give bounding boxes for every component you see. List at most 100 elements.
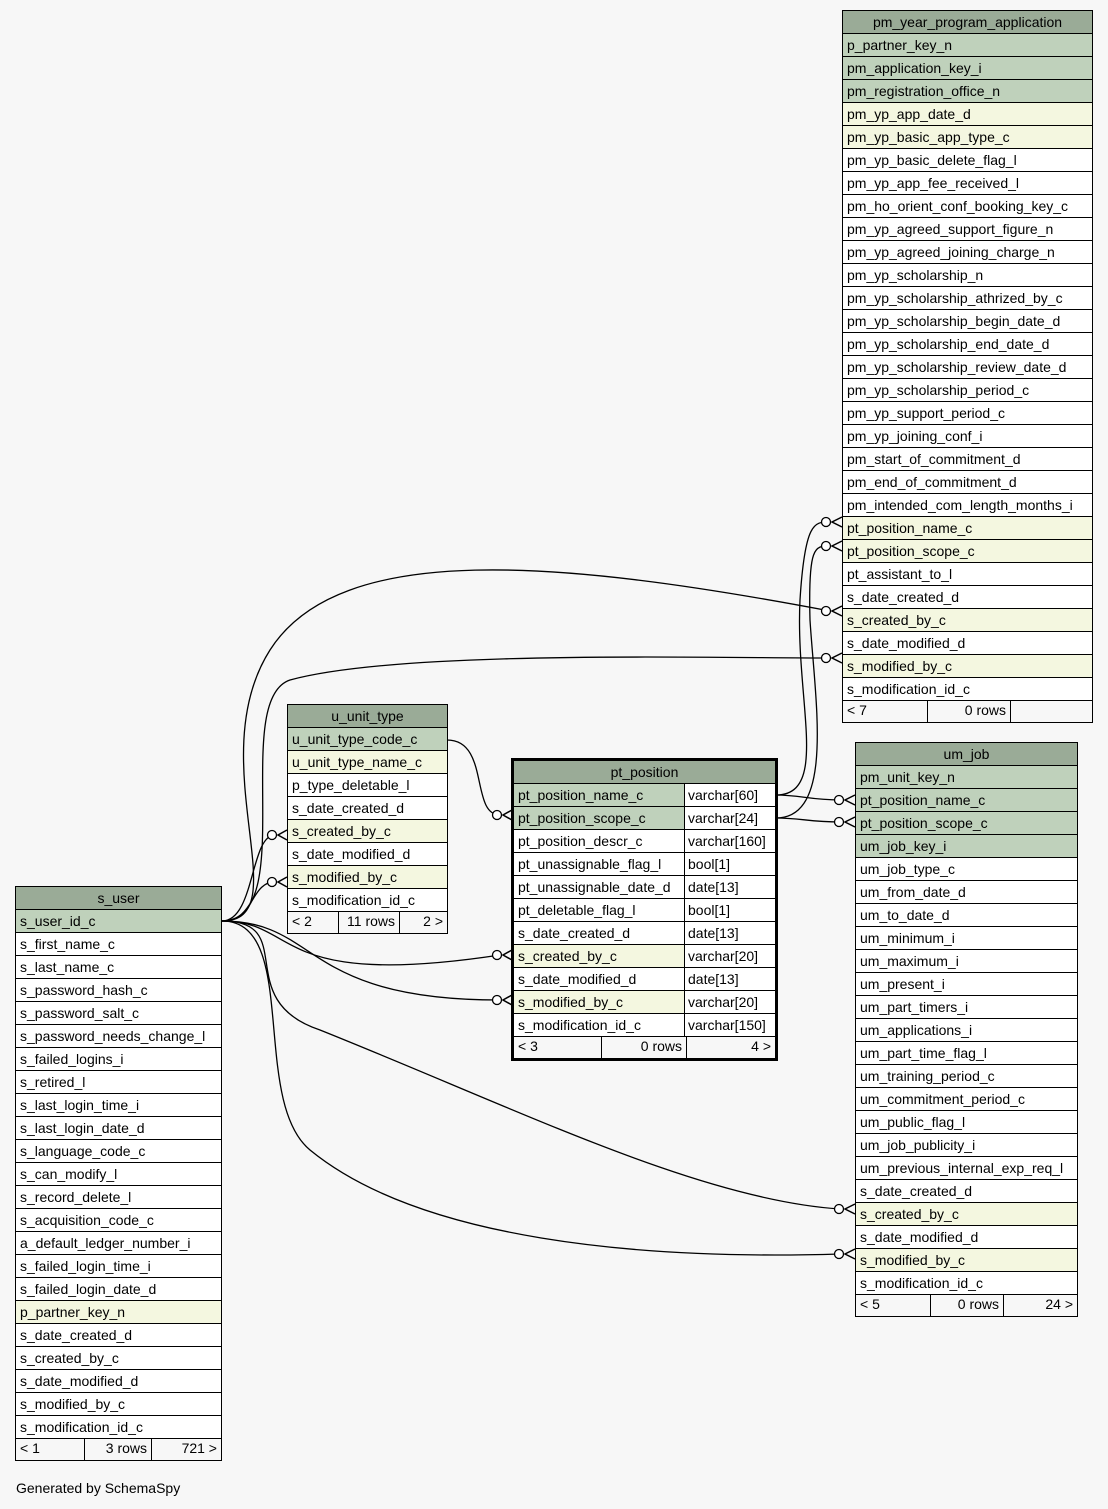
column-row[interactable]: pt_assistant_to_l [843,563,1092,586]
column-row[interactable]: s_can_modify_l [16,1163,221,1186]
column-row[interactable]: um_minimum_i [856,927,1077,950]
column-row[interactable]: s_created_by_c [843,609,1092,632]
column-row[interactable]: s_modification_id_c [856,1272,1077,1295]
column-row[interactable]: s_date_modified_d [16,1370,221,1393]
column-row[interactable]: s_last_name_c [16,956,221,979]
column-row[interactable]: s_date_created_d [16,1324,221,1347]
column-row[interactable]: s_record_delete_l [16,1186,221,1209]
column-row[interactable]: pm_start_of_commitment_d [843,448,1092,471]
table-header[interactable]: s_user [16,887,221,910]
column-row[interactable]: pt_position_name_c [856,789,1077,812]
table-pm-year-program-application[interactable]: pm_year_program_application p_partner_ke… [842,10,1093,723]
column-row[interactable]: pt_position_name_c [843,517,1092,540]
column-row[interactable]: s_modification_id_c [843,678,1092,701]
column-row[interactable]: s_modified_by_c [856,1249,1077,1272]
column-row[interactable]: um_commitment_period_c [856,1088,1077,1111]
column-row[interactable]: s_failed_login_time_i [16,1255,221,1278]
table-header[interactable]: um_job [856,743,1077,766]
column-row[interactable]: um_public_flag_l [856,1111,1077,1134]
table-header[interactable]: pt_position [514,761,775,784]
column-row[interactable]: s_password_salt_c [16,1002,221,1025]
column-row[interactable]: s_password_hash_c [16,979,221,1002]
column-row[interactable]: um_previous_internal_exp_req_l [856,1157,1077,1180]
column-row[interactable]: pt_position_scope_c [843,540,1092,563]
column-row[interactable]: pm_yp_basic_delete_flag_l [843,149,1092,172]
column-row[interactable]: s_retired_l [16,1071,221,1094]
column-row[interactable]: pm_yp_joining_conf_i [843,425,1092,448]
column-row[interactable]: um_job_key_i [856,835,1077,858]
column-row[interactable]: s_modified_by_c [16,1393,221,1416]
column-row[interactable]: um_maximum_i [856,950,1077,973]
column-row[interactable]: s_first_name_c [16,933,221,956]
column-row[interactable]: um_job_type_c [856,858,1077,881]
column-row[interactable]: s_acquisition_code_c [16,1209,221,1232]
column-row[interactable]: pm_yp_scholarship_n [843,264,1092,287]
column-row[interactable]: p_type_deletable_l [288,774,447,797]
column-row[interactable]: s_language_code_c [16,1140,221,1163]
column-row[interactable]: s_date_created_d [288,797,447,820]
column-row[interactable]: s_date_created_d [856,1180,1077,1203]
column-row[interactable]: s_modification_id_c [16,1416,221,1439]
table-header[interactable]: u_unit_type [288,705,447,728]
column-row[interactable]: pm_end_of_commitment_d [843,471,1092,494]
column-row[interactable]: um_job_publicity_i [856,1134,1077,1157]
column-row[interactable]: pm_ho_orient_conf_booking_key_c [843,195,1092,218]
column-row[interactable]: s_created_by_c [16,1347,221,1370]
column-row[interactable]: s_date_created_d [843,586,1092,609]
column-row[interactable]: um_part_timers_i [856,996,1077,1019]
column-row[interactable]: pm_yp_app_date_d [843,103,1092,126]
column-row[interactable]: um_from_date_d [856,881,1077,904]
column-row[interactable]: s_created_by_c [856,1203,1077,1226]
column-row[interactable]: s_created_by_c [288,820,447,843]
table-header[interactable]: pm_year_program_application [843,11,1092,34]
column-row[interactable]: pm_yp_app_fee_received_l [843,172,1092,195]
column-row[interactable]: s_user_id_c [16,910,221,933]
column-row[interactable]: um_to_date_d [856,904,1077,927]
column-row[interactable]: s_date_modified_d [288,843,447,866]
column-row[interactable]: pm_yp_scholarship_begin_date_d [843,310,1092,333]
column-row[interactable]: pm_intended_com_length_months_i [843,494,1092,517]
column-row[interactable]: pm_unit_key_n [856,766,1077,789]
column-row[interactable]: s_last_login_date_d [16,1117,221,1140]
column-row[interactable]: pm_yp_scholarship_review_date_d [843,356,1092,379]
column-row[interactable]: p_partner_key_n [16,1301,221,1324]
column-row[interactable]: s_date_modified_d [843,632,1092,655]
column-row[interactable]: a_default_ledger_number_i [16,1232,221,1255]
column-row[interactable]: um_applications_i [856,1019,1077,1042]
column-row[interactable]: pm_yp_agreed_support_figure_n [843,218,1092,241]
column-row[interactable]: u_unit_type_name_c [288,751,447,774]
column-row[interactable]: p_partner_key_n [843,34,1092,57]
column-row[interactable]: s_failed_logins_i [16,1048,221,1071]
column-row[interactable]: um_part_time_flag_l [856,1042,1077,1065]
column-row[interactable]: s_modification_id_c [288,889,447,912]
column-row[interactable]: pm_yp_agreed_joining_charge_n [843,241,1092,264]
column-row[interactable]: s_failed_login_date_d [16,1278,221,1301]
column-row[interactable]: pm_yp_support_period_c [843,402,1092,425]
column-row[interactable]: s_date_modified_d [856,1226,1077,1249]
column-row[interactable]: pm_registration_office_n [843,80,1092,103]
column-row[interactable]: um_present_i [856,973,1077,996]
column-row[interactable]: um_training_period_c [856,1065,1077,1088]
column-row[interactable]: pm_yp_basic_app_type_c [843,126,1092,149]
column-row[interactable]: s_last_login_time_i [16,1094,221,1117]
column-row[interactable]: u_unit_type_code_c [288,728,447,751]
column-row[interactable]: s_modified_by_c [288,866,447,889]
column-row[interactable]: pt_position_scope_c [856,812,1077,835]
column-row[interactable]: pm_yp_scholarship_end_date_d [843,333,1092,356]
column-row[interactable]: pm_yp_scholarship_period_c [843,379,1092,402]
column-row[interactable]: s_modified_by_c [843,655,1092,678]
